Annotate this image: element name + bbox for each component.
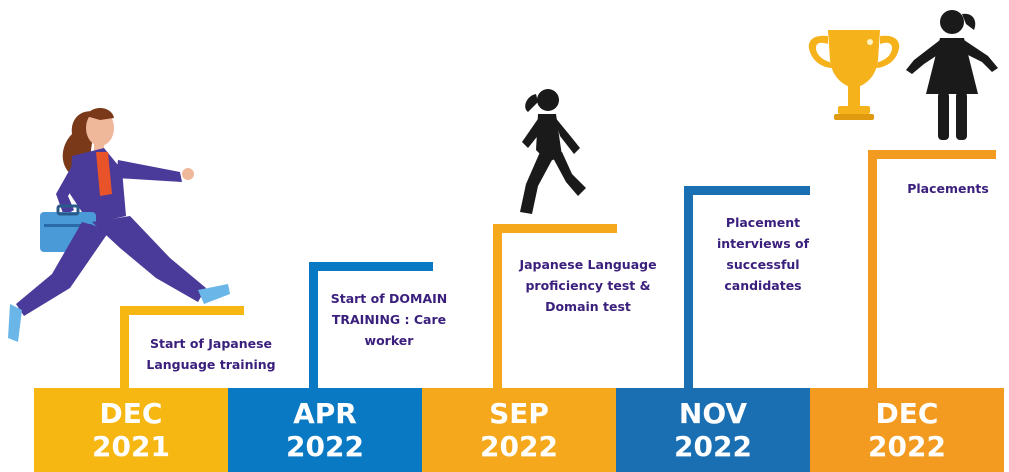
- bar-year: 2021: [92, 430, 170, 463]
- timeline-bar-dec-2021: DEC 2021: [34, 388, 228, 472]
- milestone-label-1: Start of Japanese Language training: [146, 336, 276, 372]
- bar-year: 2022: [868, 430, 946, 463]
- bar-month: SEP: [489, 397, 549, 430]
- milestone-label-3: Japanese Language proficiency test & Dom…: [519, 257, 657, 314]
- timeline-bar-dec-2022: DEC 2022: [810, 388, 1004, 472]
- step-1-vertical: [120, 306, 129, 388]
- milestone-label-5: Placements: [907, 181, 989, 196]
- step-2-vertical: [309, 262, 318, 388]
- step-2-horizontal: [309, 262, 433, 271]
- milestone-label-2: Start of DOMAIN TRAINING : Care worker: [330, 291, 448, 348]
- standing-woman-icon: [906, 10, 998, 140]
- bar-year: 2022: [480, 430, 558, 463]
- step-3-horizontal: [493, 224, 617, 233]
- bar-month: NOV: [678, 397, 748, 430]
- step-1-horizontal: [120, 306, 244, 315]
- bar-month: APR: [293, 397, 357, 430]
- step-5-horizontal: [868, 150, 996, 159]
- bar-year: 2022: [674, 430, 752, 463]
- running-woman-with-briefcase-icon: [8, 107, 230, 342]
- step-5-vertical: [868, 150, 877, 388]
- timeline-bar-apr-2022: APR 2022: [228, 388, 422, 472]
- milestone-label-4: Placement interviews of successful candi…: [716, 215, 810, 293]
- bar-year: 2022: [286, 430, 364, 463]
- bar-month: DEC: [99, 397, 163, 430]
- step-3-vertical: [493, 224, 502, 388]
- step-4-vertical: [684, 186, 693, 388]
- timeline-bar-sep-2022: SEP 2022: [422, 388, 616, 472]
- trophy-icon: [808, 30, 900, 120]
- step-4-horizontal: [684, 186, 810, 195]
- timeline-bar-nov-2022: NOV 2022: [616, 388, 810, 472]
- walking-person-icon: [520, 89, 586, 214]
- bar-month: DEC: [875, 397, 939, 430]
